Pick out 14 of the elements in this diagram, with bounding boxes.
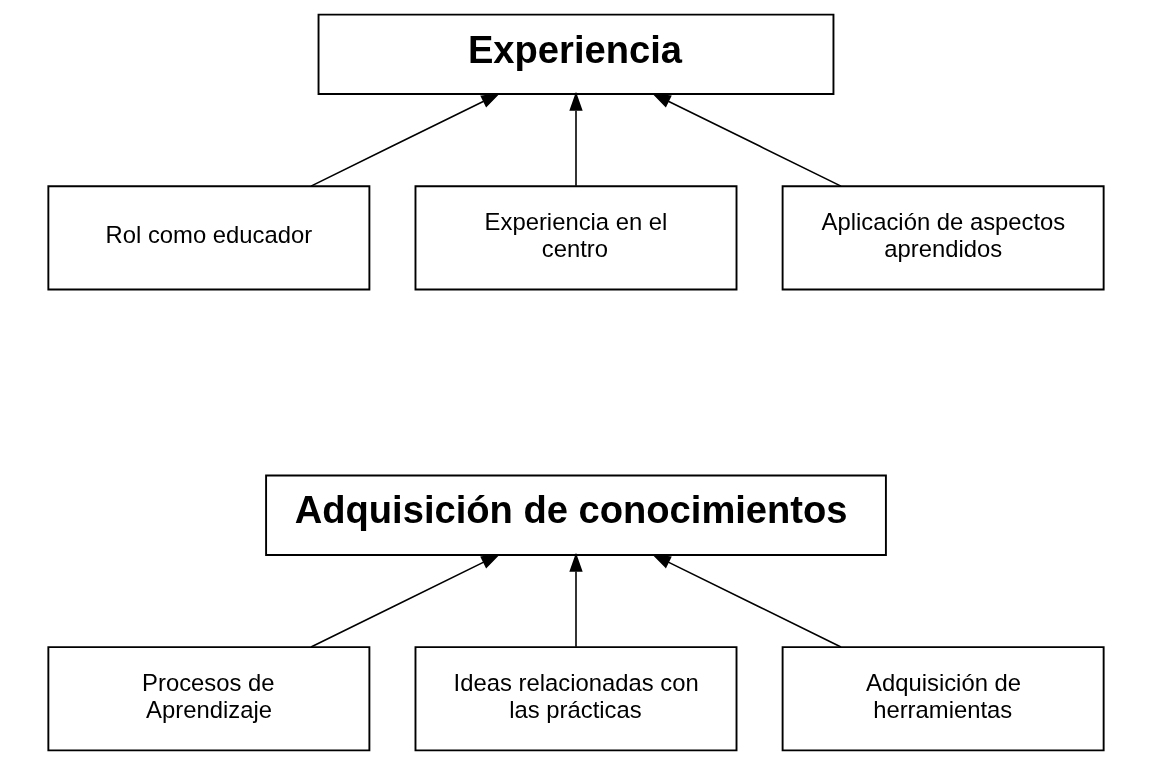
node-box: Experiencia en el centro <box>414 185 738 291</box>
arrow <box>651 93 842 187</box>
node-box: Adquisición de herramientas <box>781 646 1105 752</box>
node-box: Procesos de Aprendizaje <box>47 646 371 752</box>
arrow <box>569 552 583 648</box>
node-box: Rol como educador <box>47 185 371 291</box>
node-box: Aplicación de aspectos aprendidos <box>781 185 1105 291</box>
node-box: Adquisición de conocimientos <box>265 474 887 556</box>
node-box: Experiencia <box>317 13 835 95</box>
node-box: Ideas relacionadas con las prácticas <box>414 646 738 752</box>
arrow <box>310 554 501 648</box>
arrow <box>310 93 501 187</box>
arrow <box>651 554 842 648</box>
arrow <box>569 91 583 187</box>
